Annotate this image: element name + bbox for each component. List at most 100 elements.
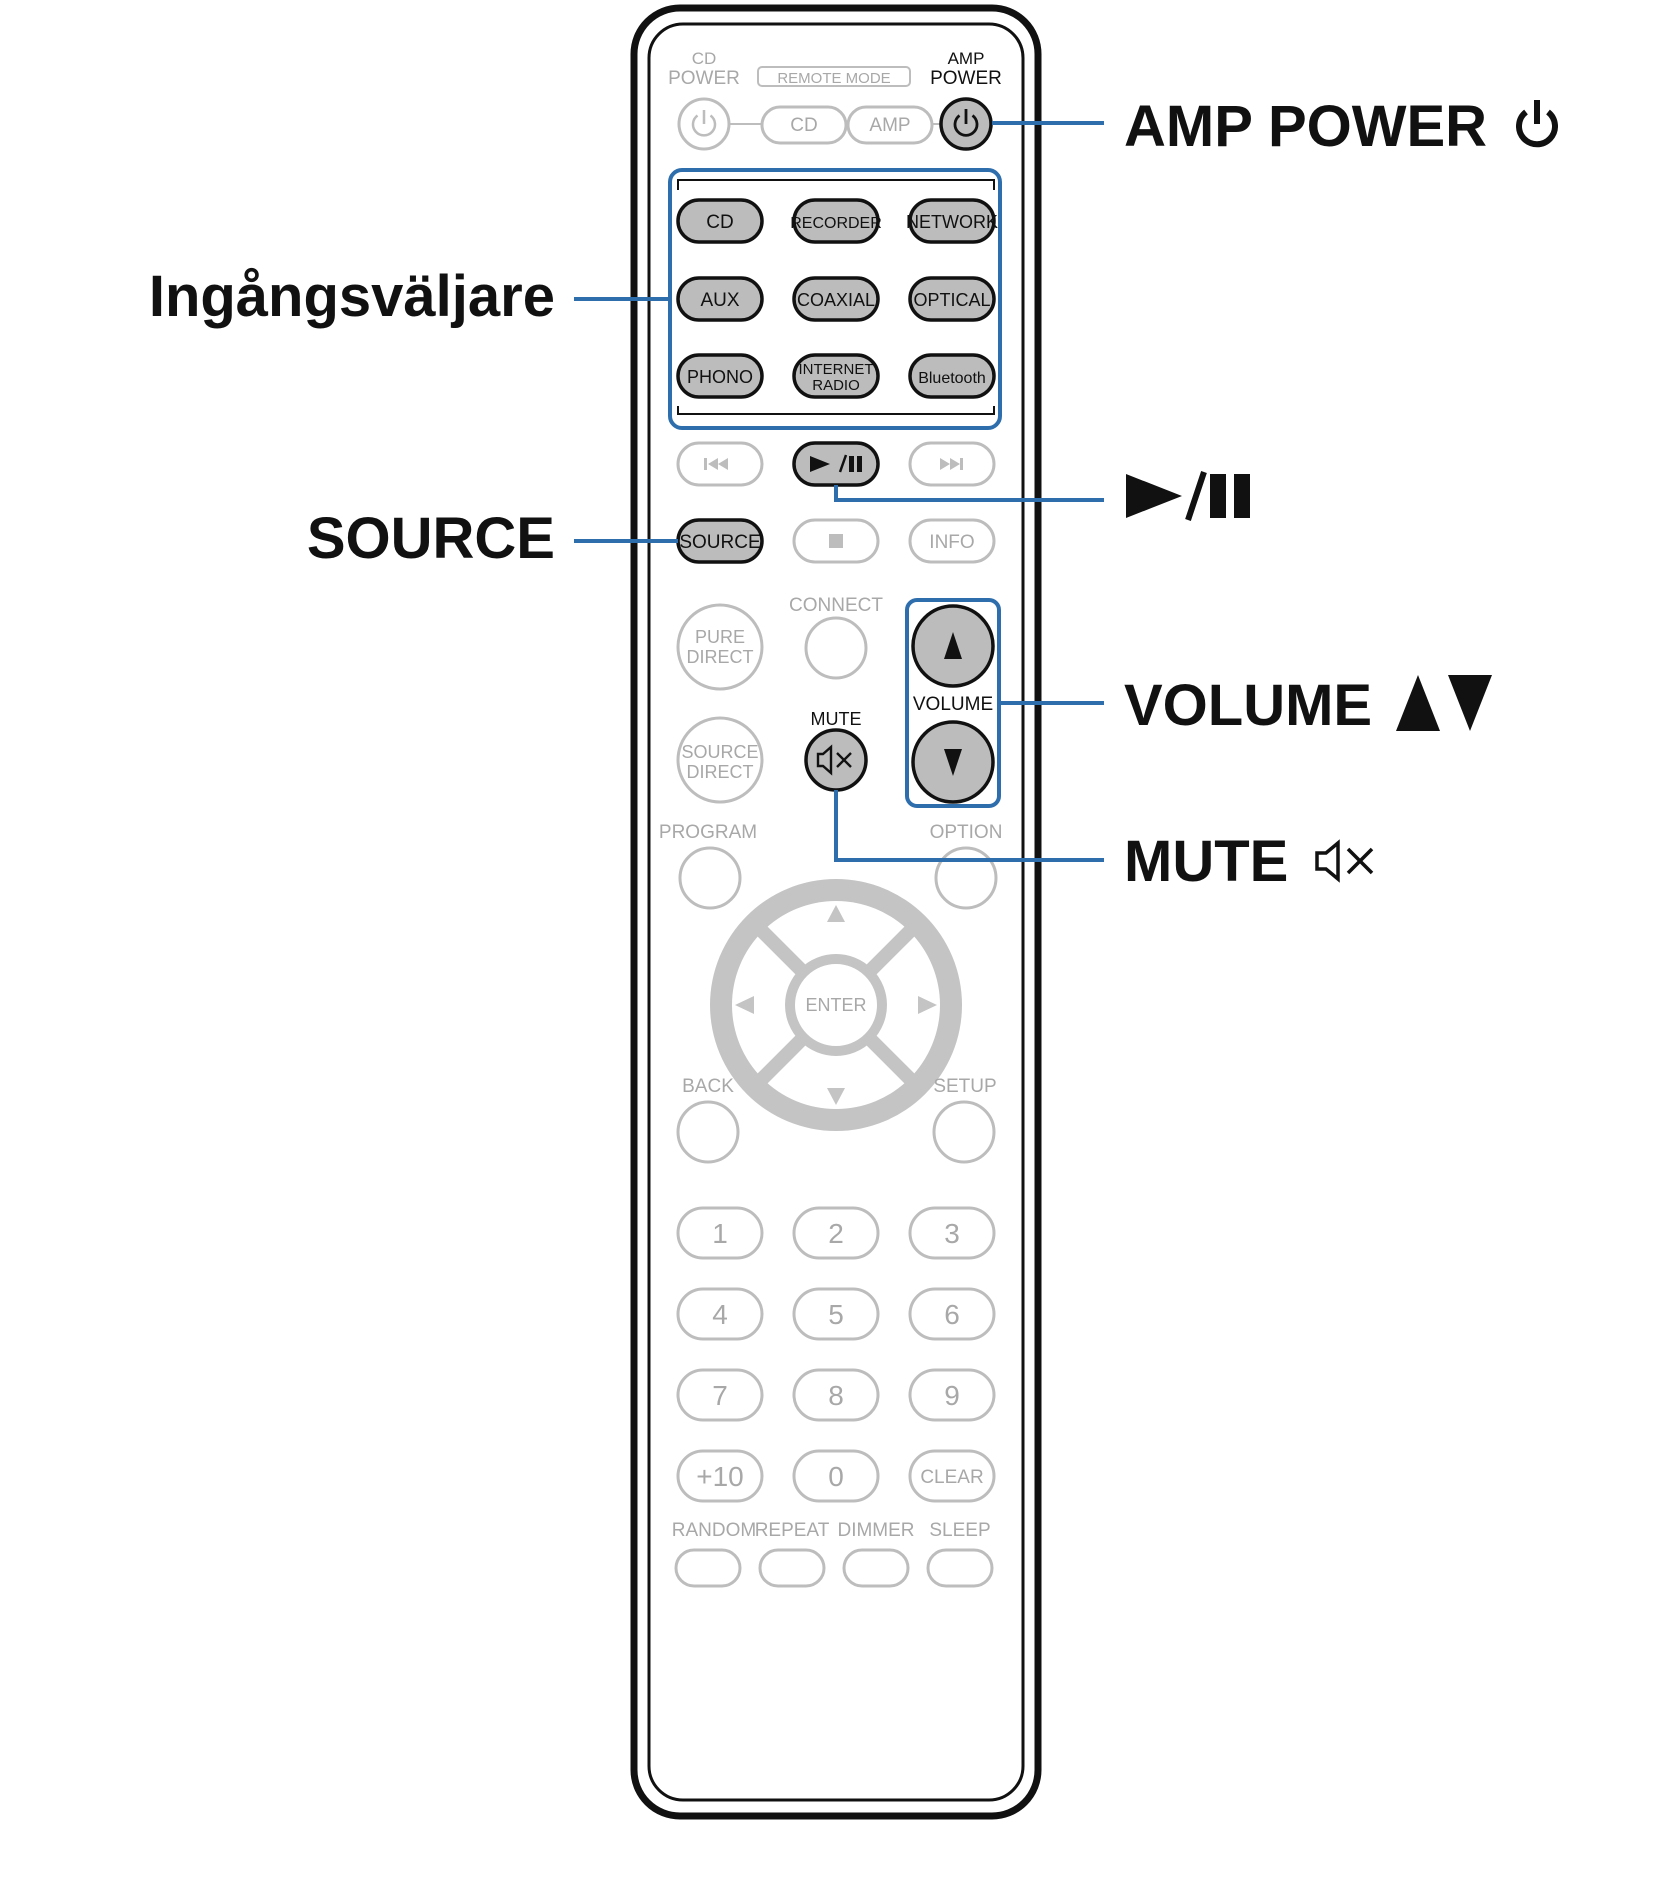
nav-right-button[interactable]: [918, 996, 937, 1014]
numpad-plus-10-button[interactable]: +10: [676, 1449, 764, 1503]
nav-down-button[interactable]: [827, 1088, 845, 1105]
mute-callout-label: MUTE: [1124, 829, 1289, 894]
skip-forward-icon: [940, 458, 963, 470]
play-pause-icon: [1126, 471, 1250, 521]
info-button[interactable]: INFO: [908, 518, 996, 564]
numpad-2-button[interactable]: 2: [792, 1206, 880, 1260]
numpad-label: 8: [828, 1380, 844, 1411]
input-phono-button[interactable]: PHONO: [676, 353, 764, 399]
input-recorder-label: RECORDER: [790, 215, 882, 232]
input-optical-button[interactable]: OPTICAL: [908, 276, 996, 322]
numpad-6-button[interactable]: 6: [908, 1287, 996, 1341]
play-pause-button[interactable]: [792, 441, 880, 487]
amp-mode-button[interactable]: AMP: [846, 105, 934, 145]
power-icon: [953, 109, 979, 137]
input-selector-callout: Ingångsväljare: [149, 268, 555, 326]
stop-button[interactable]: [792, 518, 880, 564]
source-button-label: SOURCE: [679, 532, 760, 553]
numpad-label: CLEAR: [920, 1467, 983, 1488]
amp-power-callout: AMP POWER: [1124, 96, 1561, 156]
input-aux-label: AUX: [700, 290, 739, 311]
play-pause-leader: [834, 485, 1104, 502]
cd-power-button[interactable]: [677, 97, 731, 151]
numpad-8-button[interactable]: 8: [792, 1368, 880, 1422]
pure-direct-button[interactable]: PURE DIRECT: [676, 603, 764, 691]
numpad-clear-button[interactable]: CLEAR: [908, 1449, 996, 1503]
power-icon: [691, 110, 717, 137]
skip-back-icon: [704, 458, 728, 470]
numpad-4-button[interactable]: 4: [676, 1287, 764, 1341]
input-coaxial-label: COAXIAL: [797, 290, 875, 310]
arrow-right-icon: [918, 996, 937, 1014]
sleep-button[interactable]: [926, 1548, 994, 1588]
input-network-label: NETWORK: [906, 212, 998, 232]
stop-icon: [829, 534, 843, 548]
input-recorder-button[interactable]: RECORDER: [790, 198, 882, 244]
amp-power-label: AMP: [948, 49, 985, 68]
program-label: PROGRAM: [659, 822, 757, 843]
input-aux-button[interactable]: AUX: [676, 276, 764, 322]
arrow-left-icon: [735, 996, 754, 1014]
numpad-1-button[interactable]: 1: [676, 1206, 764, 1260]
play-pause-icon: [810, 454, 862, 473]
numpad-label: 3: [944, 1218, 960, 1249]
enter-button[interactable]: ENTER: [785, 954, 887, 1056]
pure-direct-label-2: DIRECT: [687, 647, 754, 667]
mute-icon: [1315, 839, 1374, 883]
volume-down-button[interactable]: [911, 720, 995, 804]
volume-callout: VOLUME: [1124, 675, 1494, 735]
back-button[interactable]: [676, 1100, 740, 1164]
input-cd-button[interactable]: CD: [676, 198, 764, 244]
program-button[interactable]: [678, 846, 742, 910]
numpad-0-button[interactable]: 0: [792, 1449, 880, 1503]
mute-leader: [834, 790, 1104, 862]
input-bluetooth-button[interactable]: Bluetooth: [908, 353, 996, 399]
amp-power-button[interactable]: [939, 97, 993, 151]
previous-button[interactable]: [676, 441, 764, 487]
mute-icon: [816, 744, 852, 776]
power-icon: [1516, 100, 1559, 148]
next-button[interactable]: [908, 441, 996, 487]
dimmer-button[interactable]: [842, 1548, 910, 1588]
random-button[interactable]: [674, 1548, 742, 1588]
numpad-label: 1: [712, 1218, 728, 1249]
volume-up-icon: [944, 632, 962, 659]
setup-button[interactable]: [932, 1100, 996, 1164]
numpad-label: 6: [944, 1299, 960, 1330]
nav-pad: ENTER BACK SETUP: [676, 879, 997, 1164]
input-network-button[interactable]: NETWORK: [906, 198, 998, 244]
numpad-3-button[interactable]: 3: [908, 1206, 996, 1260]
amp-power-callout-label: AMP POWER: [1124, 94, 1488, 159]
repeat-label: REPEAT: [755, 1520, 830, 1541]
source-callout: SOURCE: [307, 510, 555, 568]
pure-direct-label: PURE: [695, 627, 745, 647]
option-button[interactable]: [934, 846, 998, 910]
source-direct-button[interactable]: SOURCE DIRECT: [676, 716, 764, 804]
nav-left-button[interactable]: [735, 996, 754, 1014]
volume-up-button[interactable]: [911, 604, 995, 688]
play-pause-callout: [1124, 470, 1262, 532]
numpad-7-button[interactable]: 7: [676, 1368, 764, 1422]
repeat-button[interactable]: [758, 1548, 826, 1588]
nav-up-button[interactable]: [827, 905, 845, 922]
numpad-9-button[interactable]: 9: [908, 1368, 996, 1422]
numpad-label: 7: [712, 1380, 728, 1411]
source-button[interactable]: SOURCE: [676, 518, 764, 564]
cd-mode-button[interactable]: CD: [760, 105, 848, 145]
remote-mode-label: REMOTE MODE: [777, 70, 890, 87]
connect-button[interactable]: [804, 616, 868, 680]
numpad-5-button[interactable]: 5: [792, 1287, 880, 1341]
volume-label: VOLUME: [913, 694, 993, 715]
mute-label: MUTE: [811, 709, 862, 729]
input-internet-radio-label-2: RADIO: [812, 377, 860, 394]
arrow-down-icon: [827, 1088, 845, 1105]
numpad-label: 0: [828, 1461, 844, 1492]
input-coaxial-button[interactable]: COAXIAL: [792, 276, 880, 322]
setup-label: SETUP: [933, 1076, 996, 1097]
cd-power-label: CD: [692, 49, 717, 68]
mute-button[interactable]: [804, 728, 868, 792]
